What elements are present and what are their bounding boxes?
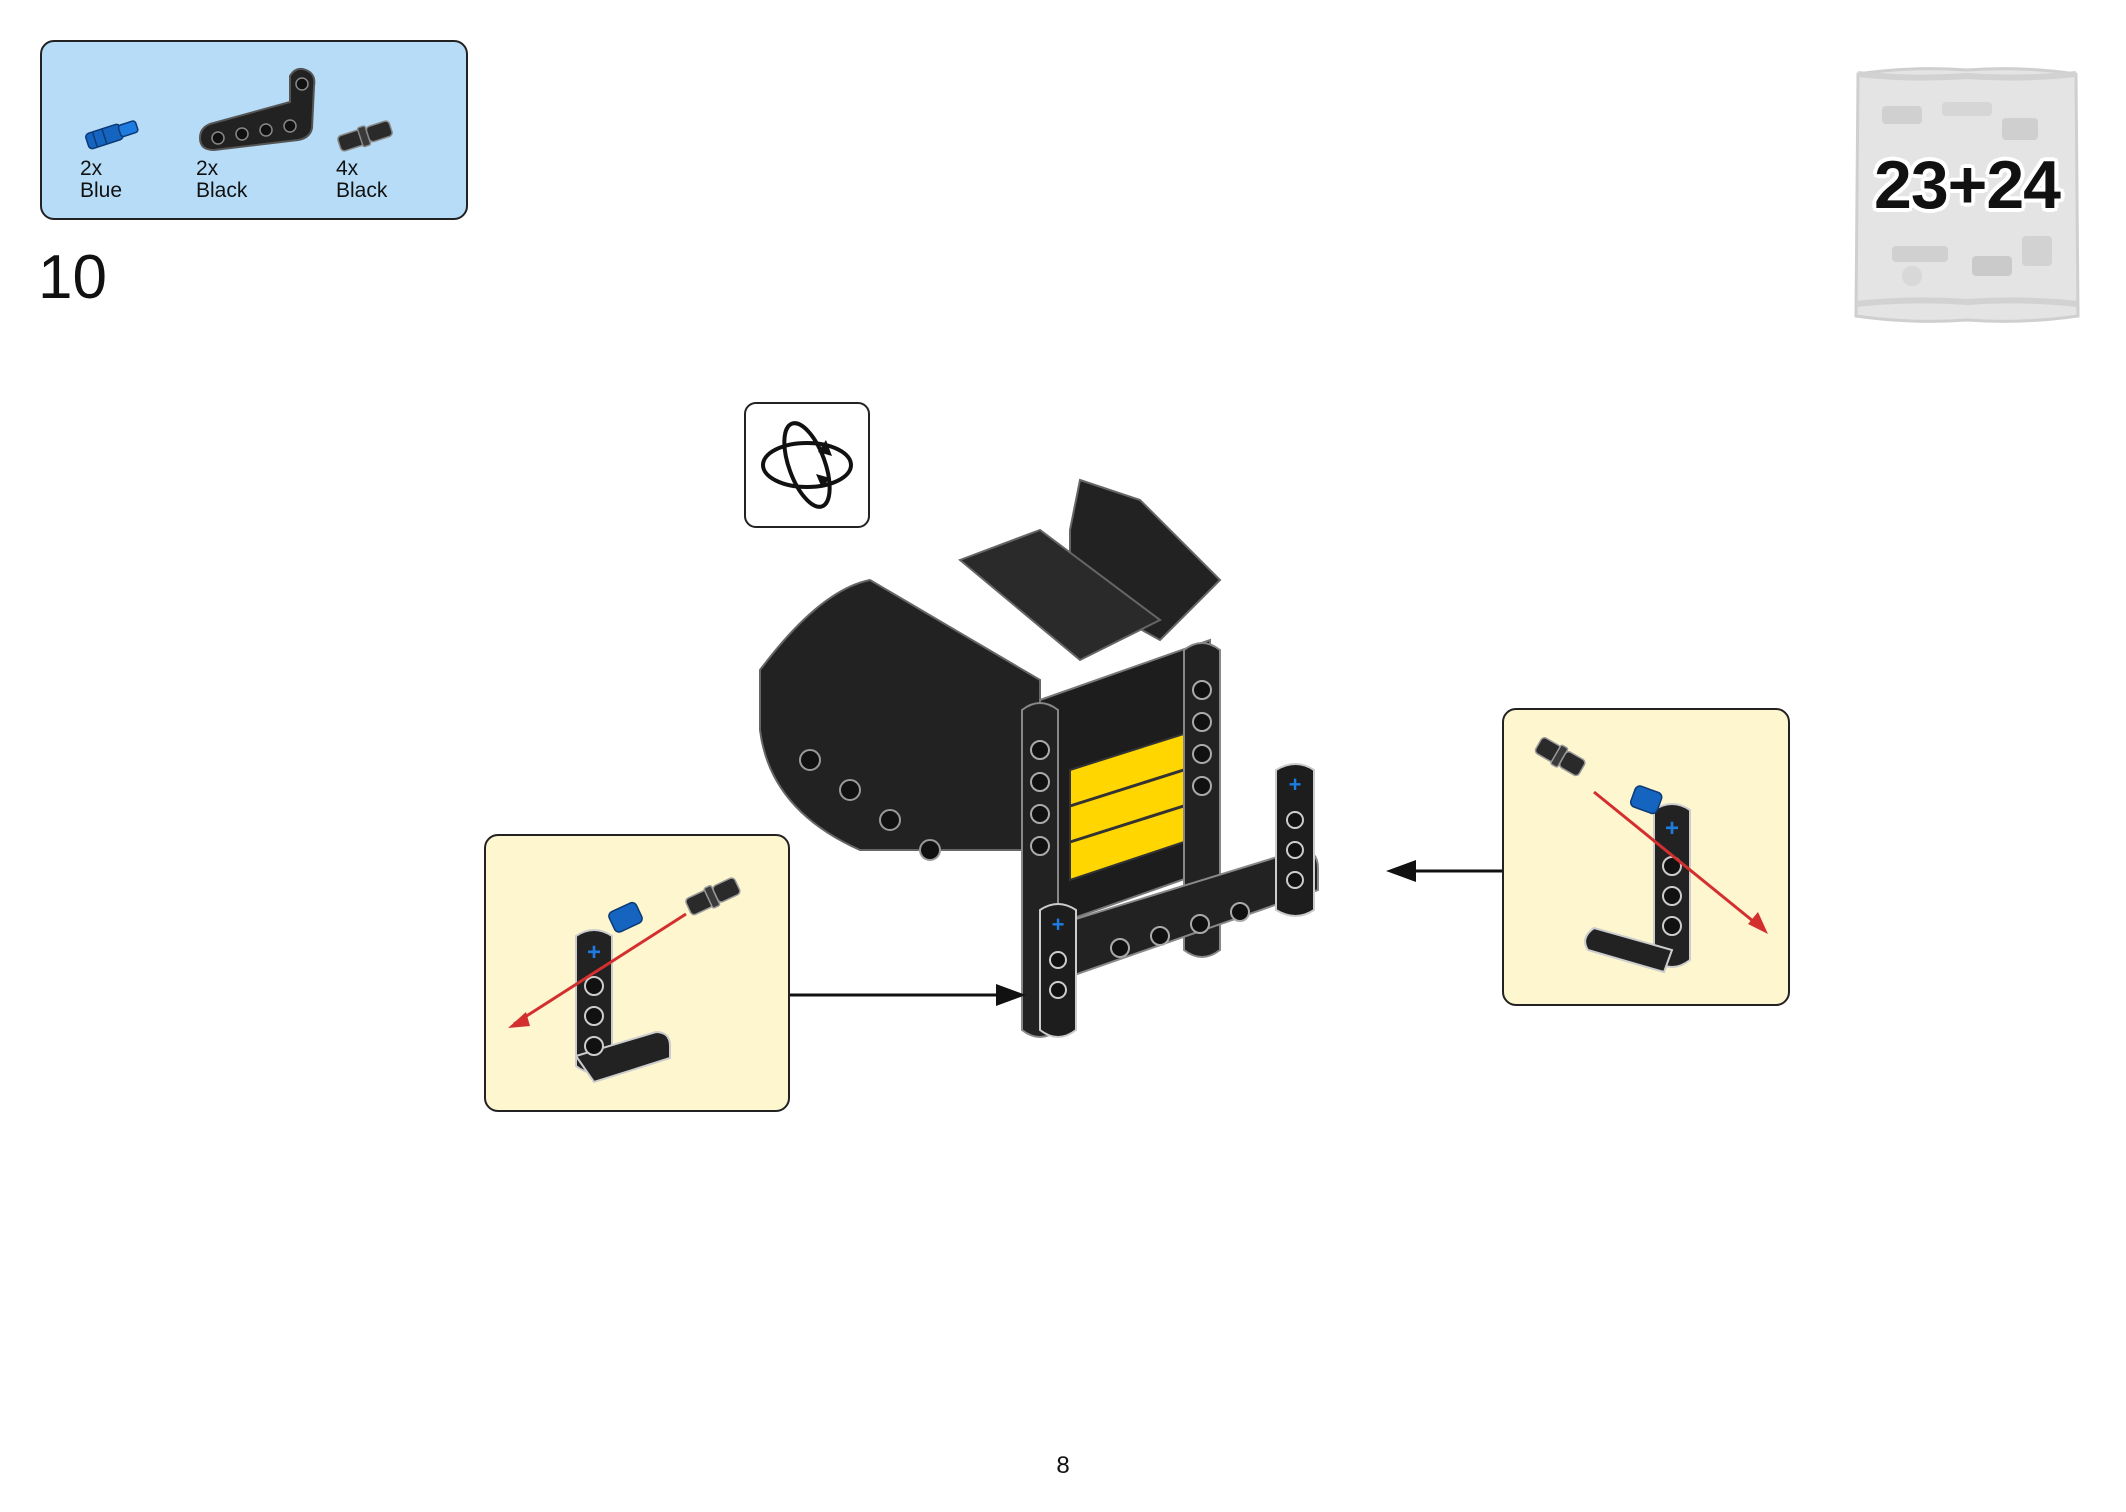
svg-text:+: + <box>1052 912 1065 937</box>
part-color: Black <box>196 179 248 202</box>
step-number: 10 <box>38 243 107 312</box>
svg-text:+: + <box>587 939 601 966</box>
part-color: Black <box>336 179 388 202</box>
parts-bag-icon <box>1854 67 2080 323</box>
l-beam-with-pins-assembly-icon: + <box>508 877 741 1084</box>
bag-number-label: 23+24 <box>1874 147 2061 223</box>
blue-axle-pin-icon <box>85 120 139 150</box>
model-assembly-illustration: + + <box>759 478 1319 1038</box>
svg-text:+: + <box>1665 815 1679 842</box>
l-beam-with-pins-assembly-icon: + <box>1534 737 1768 974</box>
callout-right-pointer-arrow <box>1386 860 1502 882</box>
black-friction-pin-icon <box>337 120 393 152</box>
parts-bag: 23+24 <box>1852 66 2082 324</box>
svg-text:+: + <box>1289 772 1302 797</box>
black-l-beam-icon <box>198 67 316 152</box>
part-item-black-beam: 2x Black <box>192 42 332 218</box>
part-item-blue-pin: 2x Blue <box>76 42 156 218</box>
part-quantity: 2x <box>196 157 219 180</box>
callout-right-subassembly: + <box>1502 708 1790 1006</box>
rotate-model-icon <box>761 421 853 509</box>
callout-left-subassembly: + <box>484 834 790 1112</box>
part-color: Blue <box>80 179 123 202</box>
part-quantity: 4x <box>336 157 359 180</box>
rotate-model-indicator <box>744 402 870 528</box>
callout-left-pointer-arrow <box>790 984 1026 1006</box>
parts-list-panel: 2x Blue 2x Black 4x Black <box>40 40 468 220</box>
part-item-black-pin: 4x Black <box>332 42 442 218</box>
page-number: 8 <box>1056 1452 1070 1479</box>
part-quantity: 2x <box>80 157 103 180</box>
